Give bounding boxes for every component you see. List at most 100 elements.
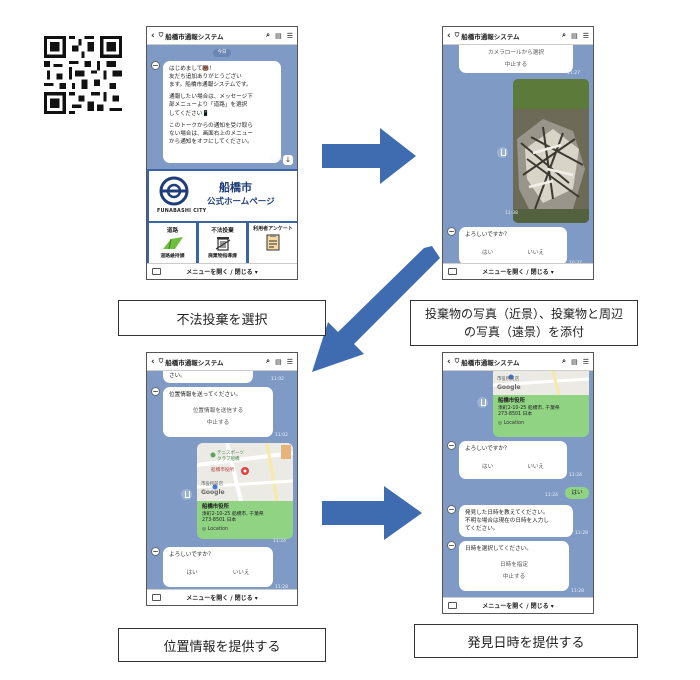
note-icon[interactable]: ▤ [571,358,578,366]
greeting-line: 友だち追加ありがとうござい [169,73,275,81]
message-time: 11:28 [575,531,588,536]
confirm-question: よろしいですか？ [465,231,561,239]
note-icon[interactable]: ▤ [571,32,578,40]
yes-button[interactable]: はい [482,249,493,257]
tile-title: 不法投棄 [199,226,246,234]
caption-attach-photos-line2: の写真（遠景）を添付 [425,323,623,341]
chat-header: ‹ ⛉ 船橋市通報システム ⌕ ▤ ☰ [147,353,297,371]
chat-header: ‹ ⛉ 船橋市通報システム ⌕ ▤ ☰ [443,353,593,371]
search-icon[interactable]: ⌕ [562,357,566,366]
keyboard-icon[interactable] [448,268,457,275]
keyboard-icon[interactable] [152,594,161,601]
phone-screen-photo: ‹ ⛉ 船橋市通報システム ⌕ ▤ ☰ カメラロールから選択 中止する 11:2… [442,26,594,280]
menu-tile-dumping[interactable]: 不法投棄 廃棄物指導課 [199,223,246,263]
map-image [493,371,589,395]
menu-toggle-bar[interactable]: メニューを開く / 閉じる ▾ [147,589,297,605]
choice-row: はい いいえ [465,249,561,257]
message-time: 11:04 [269,157,282,162]
camera-roll-button[interactable]: カメラロールから選択 [465,49,567,57]
user-reply-text: はい [570,489,584,497]
stop-button[interactable]: 中止する [169,419,267,427]
banner-title: 船橋市 [219,179,252,195]
location-info-card[interactable]: 船橋市役所 湊町2-10-25 船橋市, 千葉県 273-8501 日本 ◎ L… [197,501,293,539]
dumped-waste-photo[interactable] [513,79,589,223]
chat-header: ‹ ⛉ 船橋市通報システム ⌕ ▤ ☰ [147,27,297,45]
note-icon[interactable]: ▤ [275,358,282,366]
datetime-picker-card: 日時を選択してください。 日時を指定 中止する [459,541,569,591]
stop-button[interactable]: 中止する [465,573,563,581]
menu-tile-road[interactable]: 道路 道路維持課 [149,223,196,263]
chat-title: 船橋市通報システム [461,357,557,367]
message-time: 11:24 [545,493,558,498]
place-name: 船橋市役所 [202,504,288,512]
shield-icon: ⛉ [159,358,164,366]
hamburger-menu-icon[interactable]: ☰ [287,32,293,40]
location-request-text: 位置情報を送ってください。 [169,391,267,399]
yes-button[interactable]: はい [482,463,493,471]
datetime-request-message: 発見した日時を教えてください。 不明な場合は現在の日時を入力し てください。 [459,505,573,537]
place-name: 船橋市役所 [498,398,584,406]
menu-toggle-label: メニューを開く / 閉じる ▾ [186,267,257,276]
search-icon[interactable]: ⌕ [562,31,566,40]
caption-provide-location: 位置情報を提供する [118,628,326,662]
specify-datetime-button[interactable]: 日時を指定 [465,561,563,569]
no-button[interactable]: いいえ [527,249,544,257]
keyboard-icon[interactable] [152,268,161,275]
caption-provide-datetime: 発見日時を提供する [414,624,638,658]
google-logo: Google [201,489,225,496]
menu-toggle-label: メニューを開く / 閉じる ▾ [482,267,553,276]
map-label-store: 市役所前店 [201,481,223,487]
menu-tile-survey[interactable]: 利用者アンケート [249,223,297,263]
no-button[interactable]: いいえ [233,569,250,577]
hamburger-menu-icon[interactable]: ☰ [287,358,293,366]
back-arrow-icon[interactable]: ‹ [151,31,155,41]
greeting-line: から通知をオフにしてください。 [169,138,275,146]
share-icon[interactable] [477,397,488,408]
select-datetime-text: 日時を選択してください。 [465,545,563,553]
bot-avatar [447,441,456,450]
map-label-store: 市役所前店 [497,376,519,382]
scroll-down-icon[interactable]: ↓ [283,155,293,165]
search-icon[interactable]: ⌕ [266,31,270,40]
hamburger-menu-icon[interactable]: ☰ [583,358,589,366]
chat-title: 船橋市通報システム [165,357,261,367]
location-map[interactable]: テニスポーツクラブ船橋 船橋市役所 市役所前店 Google [197,443,293,501]
greeting-line: ない場合は、画面右上のメニュー [169,130,275,138]
city-label: FUNABASHI CITY [157,209,206,214]
message-time: 11:24 [273,539,286,544]
no-button[interactable]: いいえ [527,463,544,471]
yes-button[interactable]: はい [187,569,198,577]
homepage-banner[interactable]: FUNABASHI CITY 船橋市 公式ホームページ [149,171,297,221]
previous-message: さい。 [163,371,253,383]
bot-avatar [151,387,160,396]
search-icon[interactable]: ⌕ [266,357,270,366]
menu-toggle-label: メニューを開く / 閉じる ▾ [186,593,257,602]
send-location-button[interactable]: 位置情報を送信する [169,407,267,415]
keyboard-icon[interactable] [448,602,457,609]
phone-screen-location: ‹ ⛉ 船橋市通報システム ⌕ ▤ ☰ さい。 11:02 位置情報を送ってくだ… [146,352,298,606]
menu-toggle-bar[interactable]: メニューを開く / 閉じる ▾ [443,263,593,279]
back-arrow-icon[interactable]: ‹ [151,357,155,367]
share-icon[interactable] [497,147,508,158]
camera-options-card: カメラロールから選択 中止する [459,45,573,73]
menu-toggle-bar[interactable]: メニューを開く / 閉じる ▾ [443,597,593,613]
arrow-right-icon [320,124,420,188]
share-icon[interactable] [181,489,192,500]
note-icon[interactable]: ▤ [275,32,282,40]
date-pill: 今日 [213,49,231,57]
greeting-line: 通報したい場合は、メッセージ下 [169,93,275,101]
menu-toggle-bar[interactable]: メニューを開く / 閉じる ▾ [147,263,297,279]
back-arrow-icon[interactable]: ‹ [447,31,451,41]
location-map[interactable]: 市役所前店 Google [493,371,589,395]
location-info-card[interactable]: 船橋市役所 湊町2-10-25 船橋市, 千葉県 273-8501 日本 ◎ L… [493,395,589,437]
previous-message-text: さい。 [169,372,247,380]
greeting-line: はじめまして🐻！ [169,65,275,73]
back-arrow-icon[interactable]: ‹ [447,357,451,367]
stop-button[interactable]: 中止する [465,61,567,69]
hamburger-menu-icon[interactable]: ☰ [583,32,589,40]
location-label: ◎ Location [202,527,288,534]
shield-icon: ⛉ [159,32,164,40]
chat-header: ‹ ⛉ 船橋市通報システム ⌕ ▤ ☰ [443,27,593,45]
road-icon [161,235,185,251]
greeting-line: ます。船橋市通報システムです。 [169,81,275,89]
